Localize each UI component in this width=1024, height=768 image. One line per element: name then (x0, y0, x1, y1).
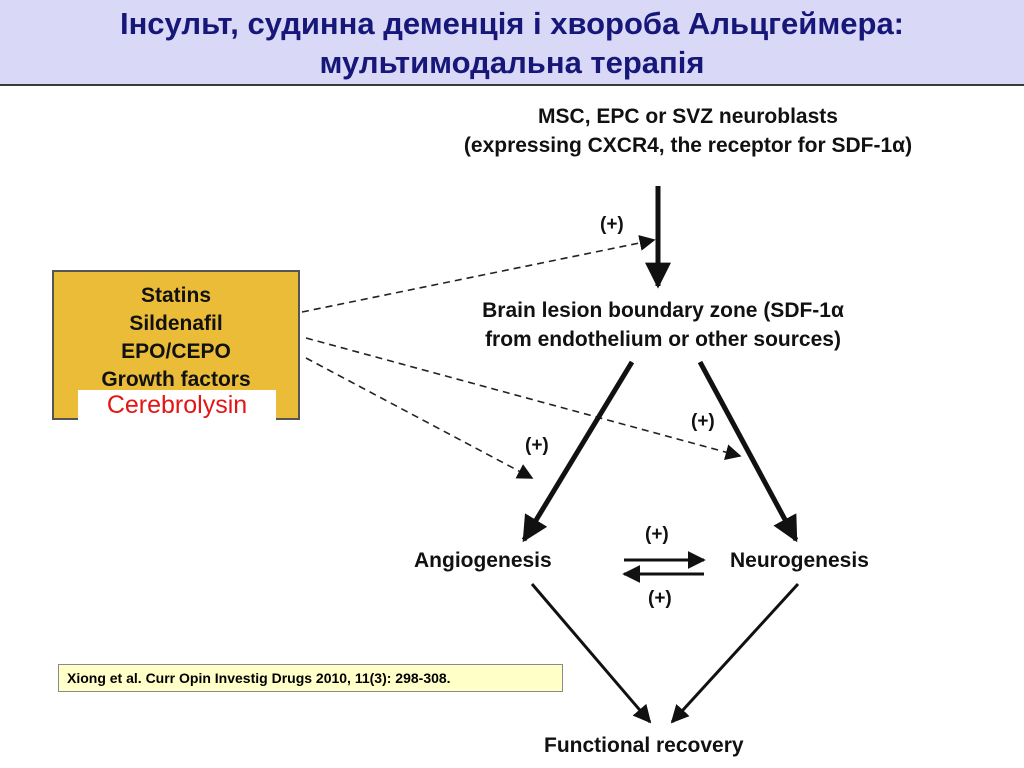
slide-title-line-2: мультимодальна терапія (319, 45, 705, 80)
drug-item: EPO/CEPO (121, 340, 231, 363)
plus-label-angio-to-neuro: (+) (645, 524, 669, 545)
title-band: Інсульт, судинна деменція і хвороба Альц… (0, 0, 1024, 86)
slide-title-line-1: Інсульт, судинна деменція і хвороба Альц… (119, 6, 905, 41)
source-cells-node: MSC, EPC or SVZ neuroblasts (expressing … (388, 102, 988, 160)
lesion-zone-line-2: from endothelium or other sources) (485, 328, 841, 351)
plus-label-to-neurogenesis: (+) (691, 411, 715, 432)
plus-label-neuro-to-angio: (+) (648, 588, 672, 609)
dashed-arrow-drugs-to-neurogenesis (305, 337, 742, 460)
arrow-lesion-to-angiogenesis (521, 360, 635, 543)
drug-item: Growth factors (101, 368, 251, 391)
drug-item: Statins (140, 284, 211, 307)
arrow-lesion-to-neurogenesis (697, 360, 799, 543)
lesion-zone-line-1: Brain lesion boundary zone (SDF-1α (482, 299, 844, 322)
dashed-arrow-drugs-to-angiogenesis (305, 357, 534, 479)
plus-label-to-lesion: (+) (600, 214, 624, 235)
source-cells-line-1: MSC, EPC or SVZ neuroblasts (538, 105, 838, 128)
citation-box: Xiong et al. Curr Opin Investig Drugs 20… (58, 664, 563, 692)
source-cells-line-2: (expressing CXCR4, the receptor for SDF-… (463, 134, 913, 157)
arrow-angiogenesis-to-recovery (530, 583, 652, 724)
arrow-neurogenesis-to-recovery (670, 582, 800, 724)
plus-label-to-angiogenesis: (+) (525, 435, 549, 456)
highlight-drug-label: Cerebrolysin (78, 390, 276, 420)
neurogenesis-node: Neurogenesis (730, 549, 869, 572)
lesion-zone-node: Brain lesion boundary zone (SDF-1α from … (408, 296, 918, 354)
drug-item: Sildenafil (129, 312, 223, 335)
functional-recovery-node: Functional recovery (544, 734, 744, 757)
angiogenesis-node: Angiogenesis (414, 549, 552, 572)
